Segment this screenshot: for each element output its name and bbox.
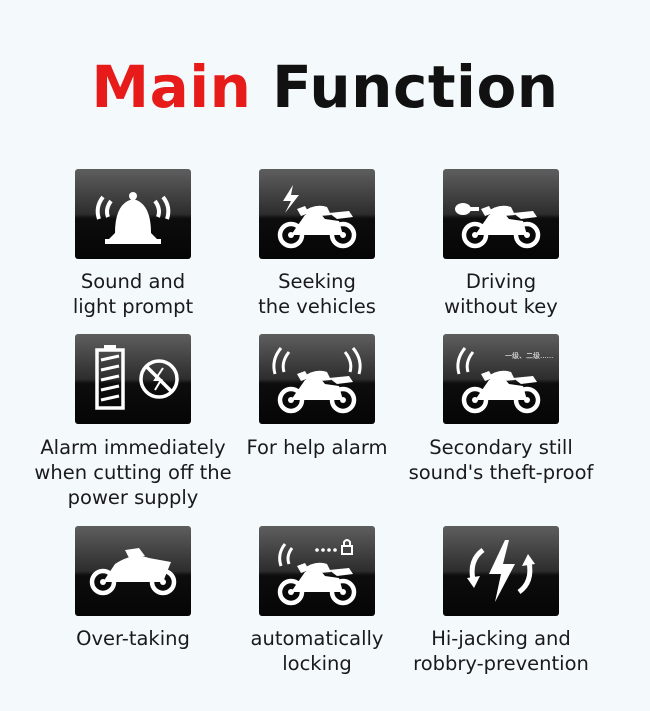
motorcycle-alarm-waves-icon bbox=[259, 334, 375, 424]
feature-label: For help alarm bbox=[246, 436, 388, 459]
battery-no-power-icon bbox=[75, 334, 191, 424]
lightning-arrows-icon bbox=[443, 526, 559, 616]
page-title: Main Function bbox=[0, 52, 650, 122]
feature-label: Secondary still sound's theft-proof bbox=[408, 436, 594, 484]
feature-label: Driving without key bbox=[444, 270, 558, 318]
feature-label: Seeking the vehicles bbox=[258, 270, 376, 318]
sport-motorcycle-icon bbox=[75, 526, 191, 616]
motorcycle-lock-icon bbox=[259, 526, 375, 616]
title-main: Main bbox=[91, 53, 252, 121]
feature-label: Sound and light prompt bbox=[72, 270, 194, 318]
icon-level-text: 一级、二级...... bbox=[505, 351, 553, 360]
motorcycle-lightning-icon bbox=[259, 169, 375, 259]
feature-label: Over-taking bbox=[76, 627, 190, 650]
bell-icon bbox=[75, 169, 191, 259]
feature-label: Hi-jacking and robbry-prevention bbox=[413, 627, 589, 675]
motorcycle-secondary-alarm-icon: 一级、二级...... bbox=[443, 334, 559, 424]
feature-label: automatically locking bbox=[250, 627, 384, 675]
motorcycle-key-icon bbox=[443, 169, 559, 259]
title-function: Function bbox=[272, 53, 559, 121]
feature-label: Alarm immediately when cutting off the p… bbox=[34, 436, 232, 509]
